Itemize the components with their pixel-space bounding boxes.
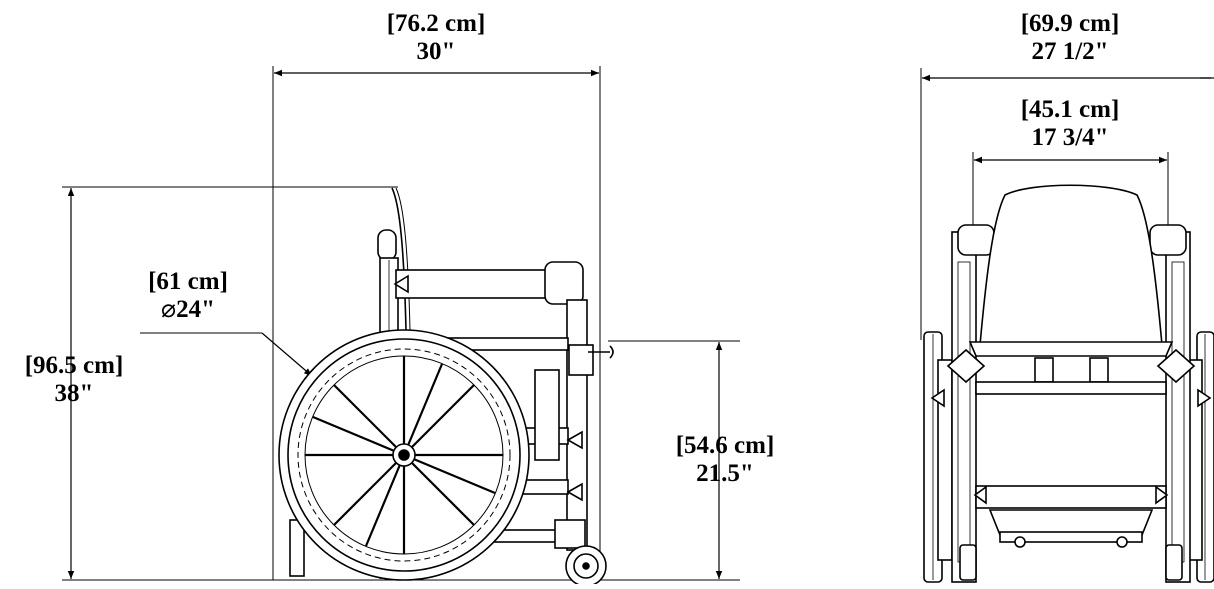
wheel-diameter-label: [61 cm] ⌀24" (128, 268, 248, 324)
seat-height-dimension (608, 340, 740, 579)
wheel-diameter-leader (140, 332, 313, 377)
front-width-imperial: 27 1/2" (1031, 38, 1109, 65)
armrest (395, 269, 557, 299)
side-width-label: [76.2 cm] 30" (374, 10, 498, 66)
wheel-diameter-metric: [61 cm] (148, 268, 228, 295)
front-backrest (979, 184, 1163, 346)
rear-wheel (278, 329, 530, 581)
side-width-dimension (272, 66, 601, 580)
seat-width-imperial: 17 3/4" (1031, 124, 1109, 151)
seat-width-metric: [45.1 cm] (1020, 96, 1120, 123)
seat-height-metric: [54.6 cm] (675, 432, 775, 459)
front-view-wheelchair (923, 184, 1214, 583)
side-view-wheelchair (278, 187, 614, 587)
side-width-metric: [76.2 cm] (386, 10, 486, 37)
side-height-label: [96.5 cm] 38" (6, 352, 142, 408)
diameter-symbol-icon: ⌀ (161, 296, 177, 323)
front-width-metric: [69.9 cm] (1020, 10, 1120, 37)
seat-width-label: [45.1 cm] 17 3/4" (1000, 96, 1140, 152)
side-height-metric: [96.5 cm] (24, 352, 124, 379)
side-height-imperial: 38" (54, 380, 94, 407)
backrest (391, 187, 407, 331)
seat-height-imperial: 21.5" (696, 460, 754, 487)
seat-height-label: [54.6 cm] 21.5" (660, 432, 790, 488)
front-width-dimension (920, 68, 1214, 340)
front-width-label: [69.9 cm] 27 1/2" (1000, 10, 1140, 66)
wheel-diameter-imperial: 24" (176, 296, 215, 323)
front-seat (968, 341, 1174, 357)
wheel-diameter-value: ⌀24" (128, 296, 248, 324)
side-width-imperial: 30" (416, 38, 456, 65)
